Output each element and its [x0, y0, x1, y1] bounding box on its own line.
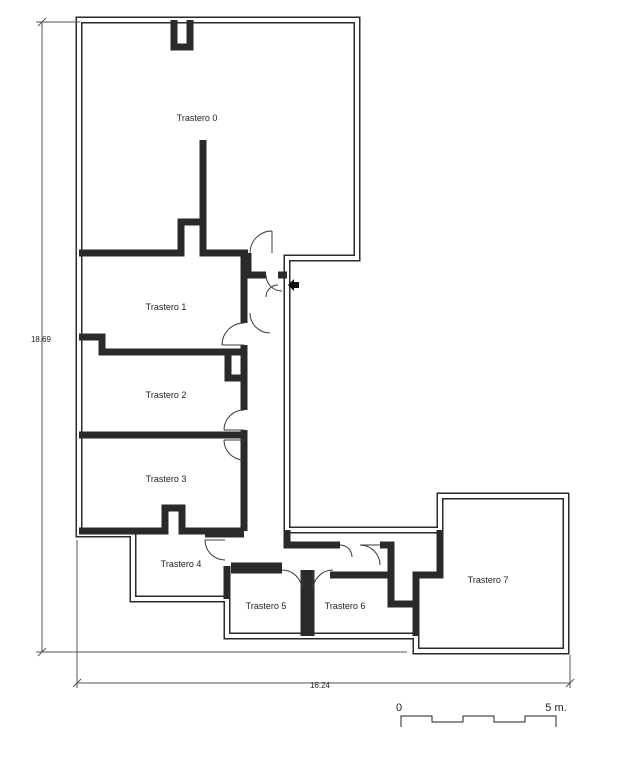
door-trastero5	[281, 569, 303, 591]
walls	[75, 16, 570, 655]
outer-wall-core	[77, 18, 568, 653]
room-label-trastero-1: Trastero 1	[146, 302, 187, 312]
dimension-width: 16.24	[72, 540, 575, 690]
door-trastero3	[223, 439, 245, 461]
scale-start-label: 0	[396, 702, 402, 714]
wall-t6-top	[330, 571, 420, 636]
scale-bar-line	[400, 715, 557, 727]
outer-wall	[75, 16, 570, 655]
wall-t7-left	[412, 530, 444, 604]
scale-end-label: 5 m.	[545, 702, 566, 714]
width-dimension-label: 16.24	[310, 681, 331, 690]
wall-t3-bottom	[79, 504, 244, 535]
wall-corridor-lower-right-2	[380, 541, 395, 575]
scale-bar: 0 5 m.	[396, 702, 567, 727]
door-entrance-b	[265, 284, 279, 298]
wall-trastero0-bottom	[79, 218, 248, 257]
room-label-trastero-2: Trastero 2	[146, 390, 187, 400]
door-trastero1	[221, 322, 245, 346]
room-labels: Trastero 0 Trastero 1 Trastero 2 Traster…	[146, 113, 509, 611]
wall-top-notch	[170, 20, 194, 51]
height-dimension-label: 18.69	[31, 335, 52, 344]
wall-t2-jog	[224, 352, 244, 382]
door-trastero2	[223, 409, 245, 431]
door-corridor-lower	[339, 544, 353, 558]
room-label-trastero-5: Trastero 5	[246, 601, 287, 611]
door-trastero4	[204, 539, 226, 561]
room-label-trastero-0: Trastero 0	[177, 113, 218, 123]
door-entrance-a	[265, 274, 283, 292]
door-corridor-1	[249, 312, 271, 334]
door-trastero7	[359, 544, 381, 566]
room-label-trastero-6: Trastero 6	[325, 601, 366, 611]
door-trastero0	[249, 230, 273, 254]
wall-lobby	[244, 253, 266, 279]
wall-corridor-lower-right	[283, 530, 340, 549]
doors	[204, 230, 381, 591]
wall-t1-t2	[79, 333, 244, 356]
room-label-trastero-4: Trastero 4	[161, 559, 202, 569]
entrance-arrow-icon	[288, 279, 299, 291]
room-label-trastero-7: Trastero 7	[468, 575, 509, 585]
room-label-trastero-3: Trastero 3	[146, 474, 187, 484]
dimension-height: 18.69	[31, 17, 407, 657]
